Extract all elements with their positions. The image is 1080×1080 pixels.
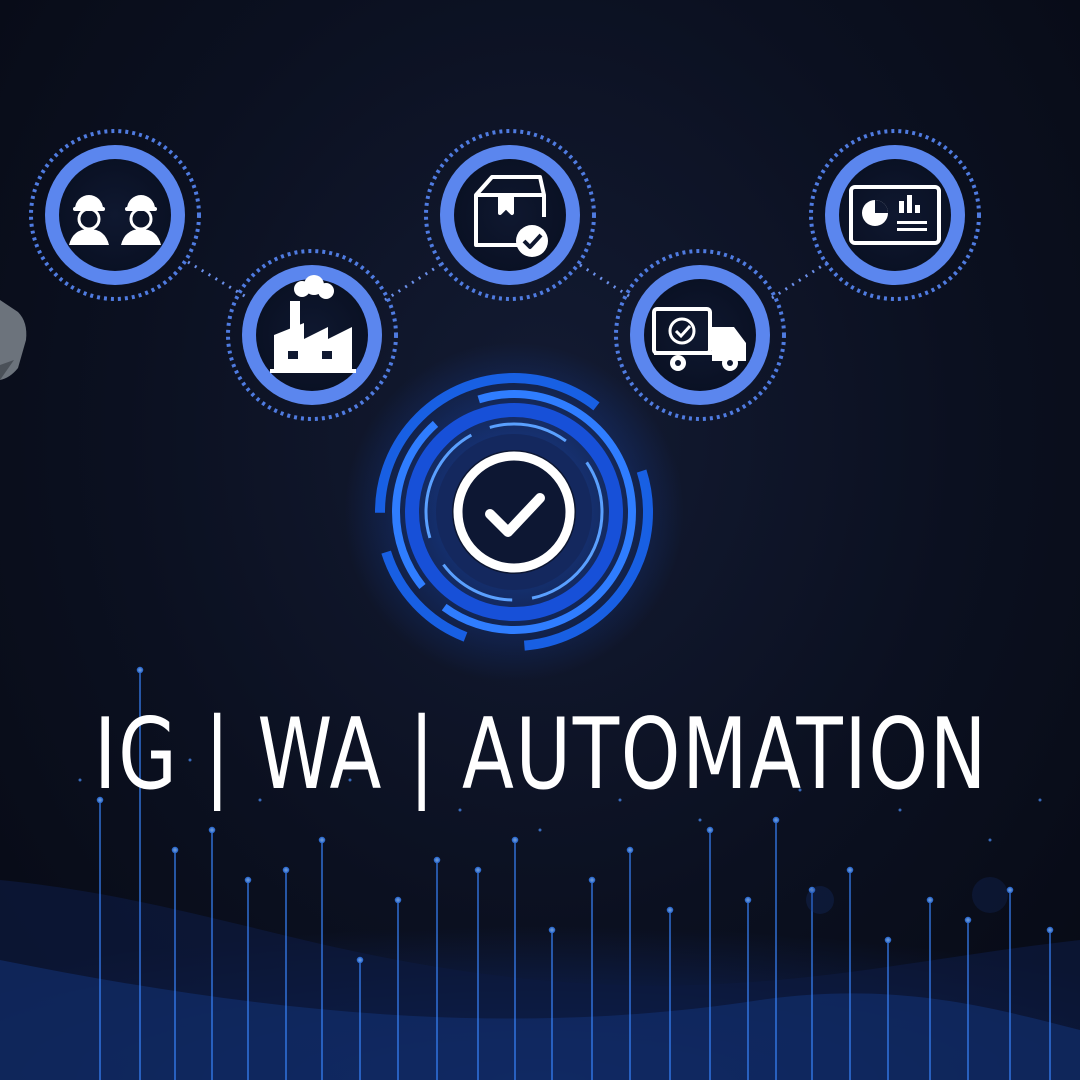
flow-node-truck (614, 249, 786, 421)
package-check-icon (474, 175, 548, 257)
center-badge (344, 342, 684, 682)
factory-icon (270, 275, 356, 373)
flow-node-workers (29, 129, 201, 301)
analytics-dashboard-icon (849, 185, 941, 245)
light-streaks (96, 666, 1054, 1080)
banner-title: IG | WA | AUTOMATION (94, 698, 989, 812)
workers-icon (69, 195, 161, 245)
sparkles (78, 758, 1042, 914)
particle-wave (0, 860, 1080, 1080)
checkmark-icon (453, 451, 575, 573)
device-edge-shadow (0, 360, 14, 380)
flow-node-package (424, 129, 596, 301)
flow-node-factory (226, 249, 398, 421)
flow-connectors (187, 260, 829, 302)
flow-node-dashboard (809, 129, 981, 301)
delivery-truck-icon (652, 307, 746, 371)
device-edge (0, 300, 27, 380)
